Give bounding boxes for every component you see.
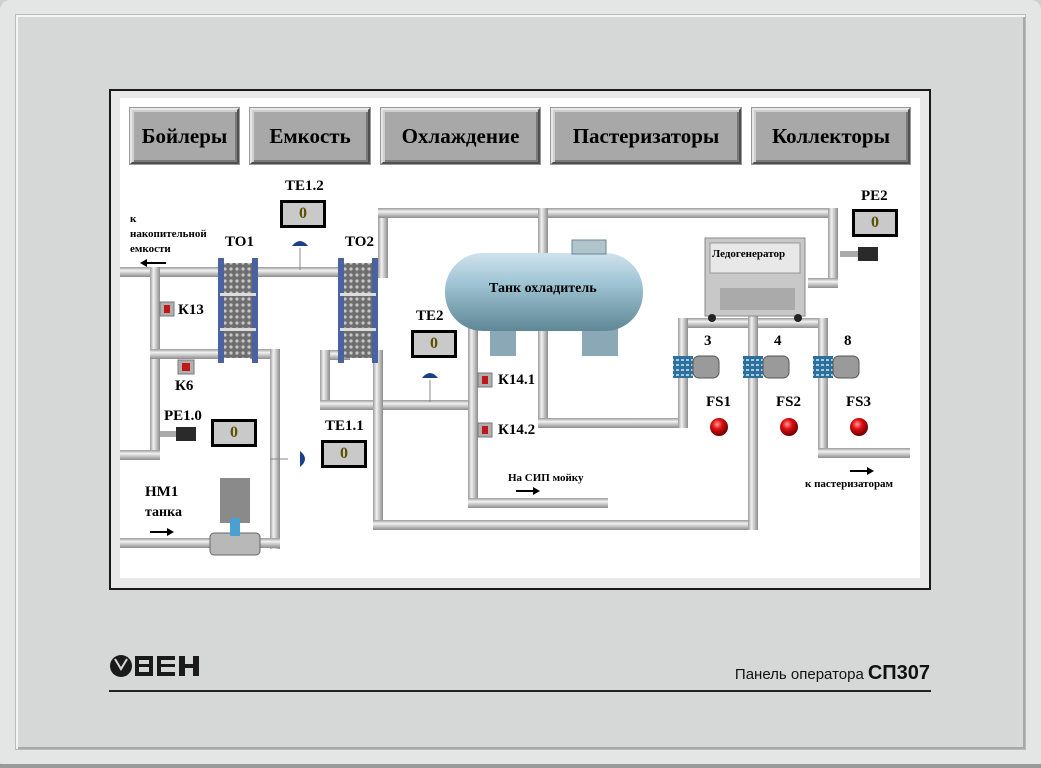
label-te2: TE2 xyxy=(416,308,444,324)
device-model: СП307 xyxy=(867,662,930,684)
fs2-indicator xyxy=(780,418,798,436)
label-pe2: PE2 xyxy=(861,188,888,204)
display-te1-1: 0 xyxy=(321,440,367,468)
label-tank: Танк охладитель xyxy=(489,281,597,296)
label-to-storage-2: накопительной xyxy=(130,228,207,240)
label-hm1: НМ1 xyxy=(145,484,179,500)
label-k6: К6 xyxy=(175,378,194,394)
value-te1-2: 0 xyxy=(283,203,323,225)
label-to-storage-1: к xyxy=(130,213,137,225)
label-pump-3: 3 xyxy=(704,333,712,349)
arrow-cip xyxy=(516,487,540,495)
label-k14-2: К14.2 xyxy=(498,422,536,438)
pressure-sensor-pe1-0 xyxy=(160,427,196,441)
label-ice-generator: Ледогенератор xyxy=(712,248,786,260)
arrow-hm1 xyxy=(150,528,174,536)
label-te1-1: TE1.1 xyxy=(325,418,364,434)
temperature-probe-te1-2 xyxy=(292,241,308,270)
pump-4 xyxy=(743,355,790,379)
valve-k14-1 xyxy=(477,372,493,388)
label-hm1-tank: танка xyxy=(145,505,182,520)
hmi-screen: Бойлеры Емкость Охлаждение Пастеризаторы… xyxy=(120,98,920,578)
label-k13: К13 xyxy=(178,302,204,318)
fs3-indicator xyxy=(850,418,868,436)
display-te1-2: 0 xyxy=(280,200,326,228)
label-pump-4: 4 xyxy=(774,333,782,349)
display-pe2: 0 xyxy=(852,209,898,237)
label-fs3: FS3 xyxy=(846,394,872,410)
nav-button-pasteurizers[interactable]: Пастеризаторы xyxy=(551,108,741,164)
pressure-sensor-pe2 xyxy=(840,247,878,261)
label-k14-1: К14.1 xyxy=(498,372,536,388)
ice-generator xyxy=(704,237,806,322)
owen-logo-icon xyxy=(110,655,199,677)
valve-k6 xyxy=(177,359,195,375)
value-te1-1: 0 xyxy=(324,443,364,465)
label-to1: ТО1 xyxy=(225,234,254,250)
label-cip: На СИП мойку xyxy=(508,472,584,484)
nav-button-collectors[interactable]: Коллекторы xyxy=(752,108,910,164)
arrow-to-pasteurizers xyxy=(850,467,874,475)
pump-hm1 xyxy=(209,478,261,556)
temperature-probe-te1-1 xyxy=(270,451,305,467)
fs1-indicator xyxy=(710,418,728,436)
pump-3 xyxy=(673,355,720,379)
label-to-storage-3: емкости xyxy=(130,243,171,255)
process-diagram xyxy=(120,208,910,556)
arrow-to-storage xyxy=(140,259,166,267)
cooling-tank xyxy=(445,239,643,356)
label-te1-2: TE1.2 xyxy=(285,178,324,194)
label-pump-8: 8 xyxy=(844,333,852,349)
value-pe2: 0 xyxy=(855,212,895,234)
nav-button-boilers[interactable]: Бойлеры xyxy=(130,108,239,164)
display-te2: 0 xyxy=(411,330,457,358)
label-fs2: FS2 xyxy=(776,394,802,410)
device-caption-text: Панель оператора xyxy=(734,666,864,683)
display-pe1-0: 0 xyxy=(211,419,257,447)
nav-button-container[interactable]: Емкость xyxy=(250,108,370,164)
label-fs1: FS1 xyxy=(706,394,732,410)
valve-k14-2 xyxy=(477,422,493,438)
temperature-probe-te2 xyxy=(422,373,438,402)
pipes xyxy=(120,208,910,549)
pump-8 xyxy=(813,355,860,379)
bottom-edge xyxy=(0,764,1041,768)
value-pe1-0: 0 xyxy=(214,422,254,444)
heat-exchanger-to2 xyxy=(338,258,378,363)
divider-line xyxy=(109,690,931,692)
label-to2: ТО2 xyxy=(345,234,374,250)
heat-exchanger-to1 xyxy=(218,258,258,363)
label-pe1-0: PE1.0 xyxy=(164,408,202,424)
nav-button-cooling[interactable]: Охлаждение xyxy=(381,108,540,164)
value-te2: 0 xyxy=(414,333,454,355)
valve-k13 xyxy=(159,301,175,317)
label-to-pasteurizers: к пастеризаторам xyxy=(805,478,894,490)
